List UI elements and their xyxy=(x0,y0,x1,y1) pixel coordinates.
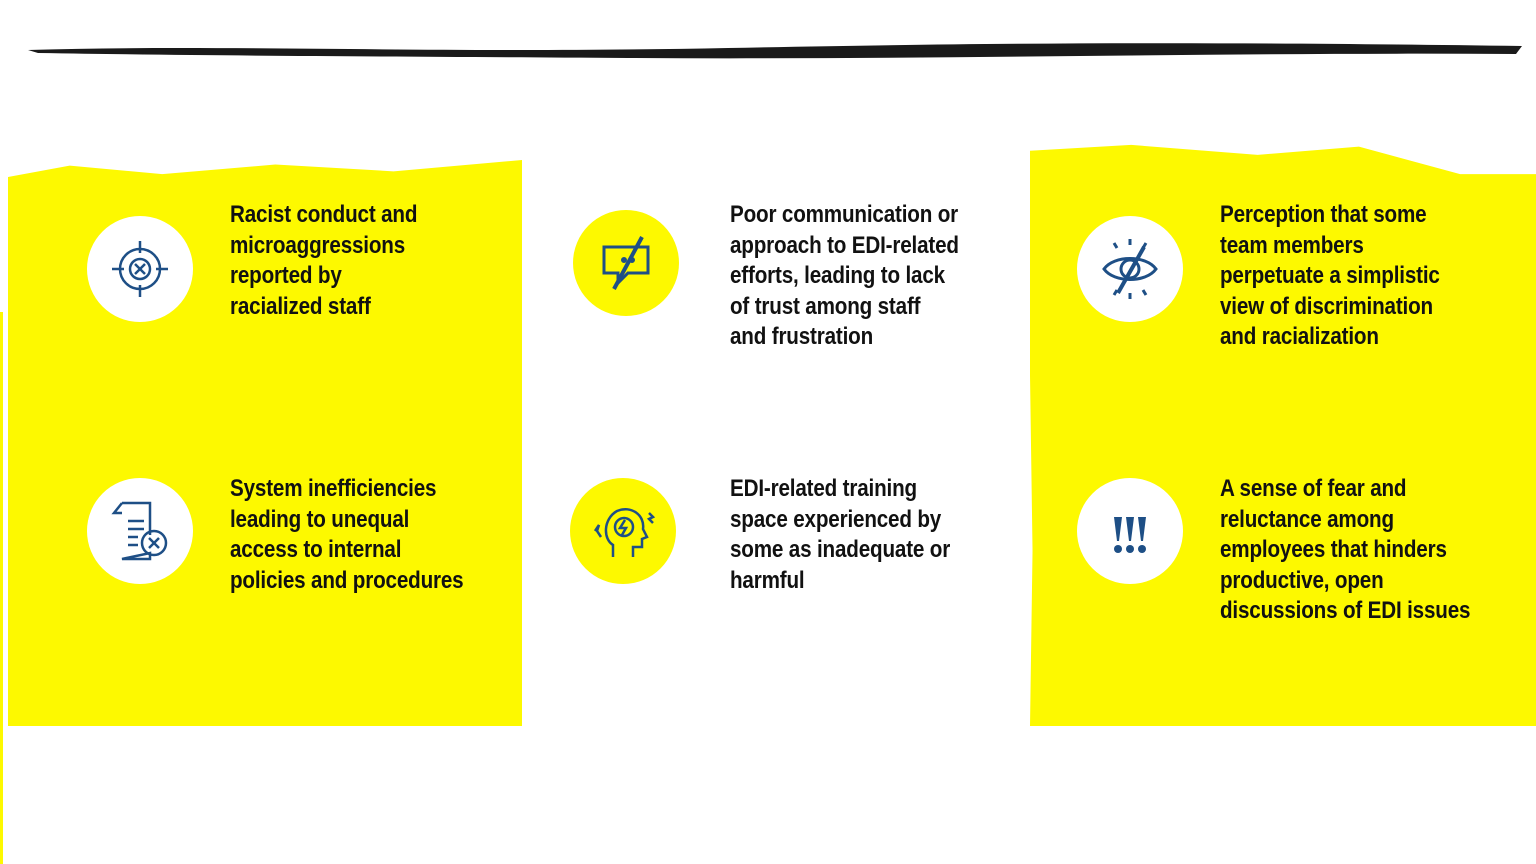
item-perception: Perception that some team members perpet… xyxy=(1220,201,1440,350)
left-edge-accent xyxy=(0,312,3,864)
muted-chat-icon xyxy=(573,210,679,316)
brush-stroke-divider xyxy=(28,43,1522,59)
item-system-inefficiencies: System inefficiencies leading to unequal… xyxy=(230,475,464,594)
item-edi-training: EDI-related training space experienced b… xyxy=(730,475,951,594)
item-poor-communication: Poor communication or approach to EDI-re… xyxy=(730,201,959,350)
item-fear-reluctance: A sense of fear and reluctance among emp… xyxy=(1220,475,1471,624)
eye-slash-icon xyxy=(1077,216,1183,322)
target-x-icon xyxy=(87,216,193,322)
exclamation-icon xyxy=(1077,478,1183,584)
item-racist-conduct: Racist conduct and microaggressions repo… xyxy=(230,201,418,320)
head-lightning-icon xyxy=(570,478,676,584)
document-x-icon xyxy=(87,478,193,584)
